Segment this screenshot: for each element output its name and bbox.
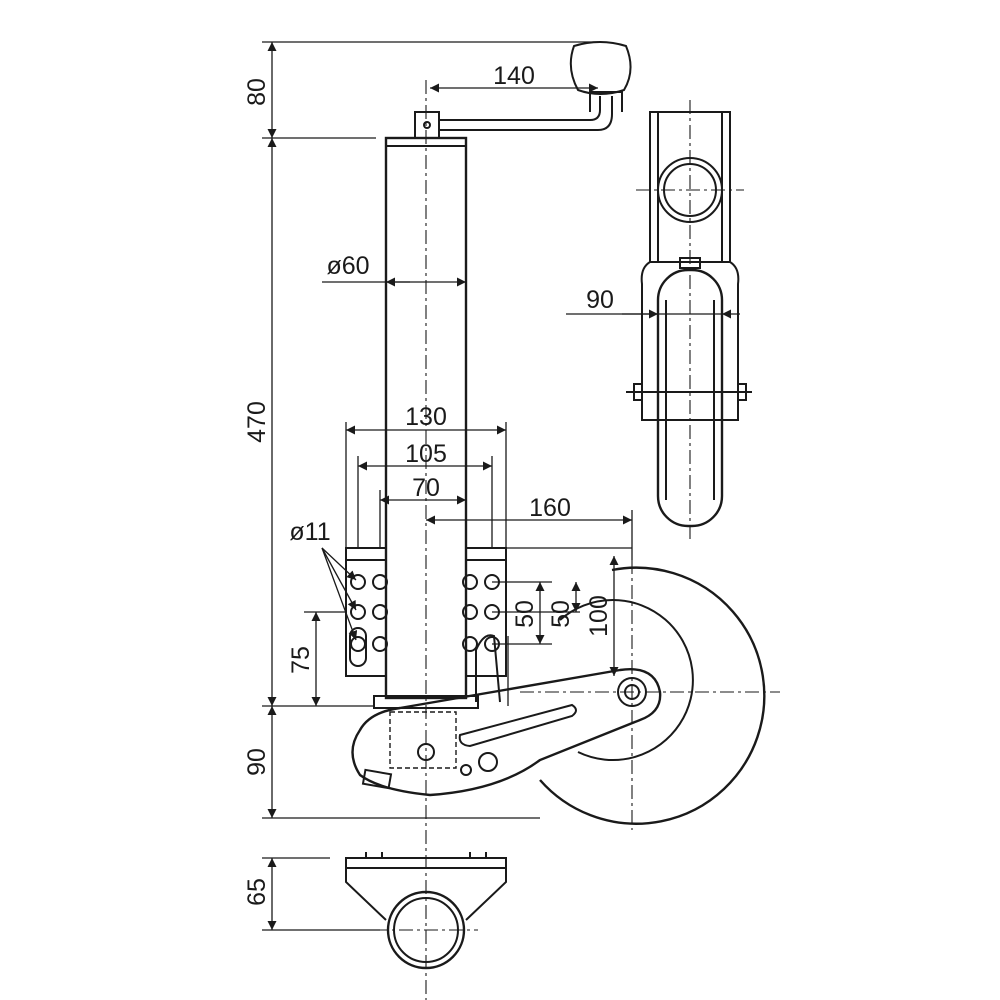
front-view	[345, 41, 780, 1000]
crank-handle	[414, 41, 632, 139]
dim-105-label: 105	[405, 440, 447, 468]
dim-160-label: 160	[529, 494, 571, 522]
wheel	[520, 560, 780, 830]
dim-50-a-label: 50	[511, 600, 539, 628]
dim-75-label: 75	[287, 646, 315, 674]
dim-80-label: 80	[243, 78, 271, 106]
dimension-labels: 80 470 90 65 75 140 ø60 130 105 70 160 ø…	[243, 62, 614, 906]
handle-knob	[569, 41, 632, 95]
dim-11-diameter-label: ø11	[289, 518, 330, 546]
dim-100-label: 100	[585, 595, 613, 637]
side-view	[626, 100, 752, 540]
dim-65-label: 65	[243, 878, 271, 906]
dim-90-side-label: 90	[586, 286, 614, 314]
bottom-flange-view	[345, 852, 507, 970]
dimension-lines	[262, 41, 740, 931]
dim-470-label: 470	[243, 401, 271, 443]
clamp-plate	[345, 547, 507, 677]
dim-90-bottom-label: 90	[243, 748, 271, 776]
dim-130-label: 130	[405, 403, 447, 431]
dim-140-label: 140	[493, 62, 535, 90]
dim-50-b-label: 50	[547, 600, 575, 628]
dim-60-diameter-label: ø60	[326, 252, 369, 280]
dim-70-label: 70	[412, 474, 440, 502]
